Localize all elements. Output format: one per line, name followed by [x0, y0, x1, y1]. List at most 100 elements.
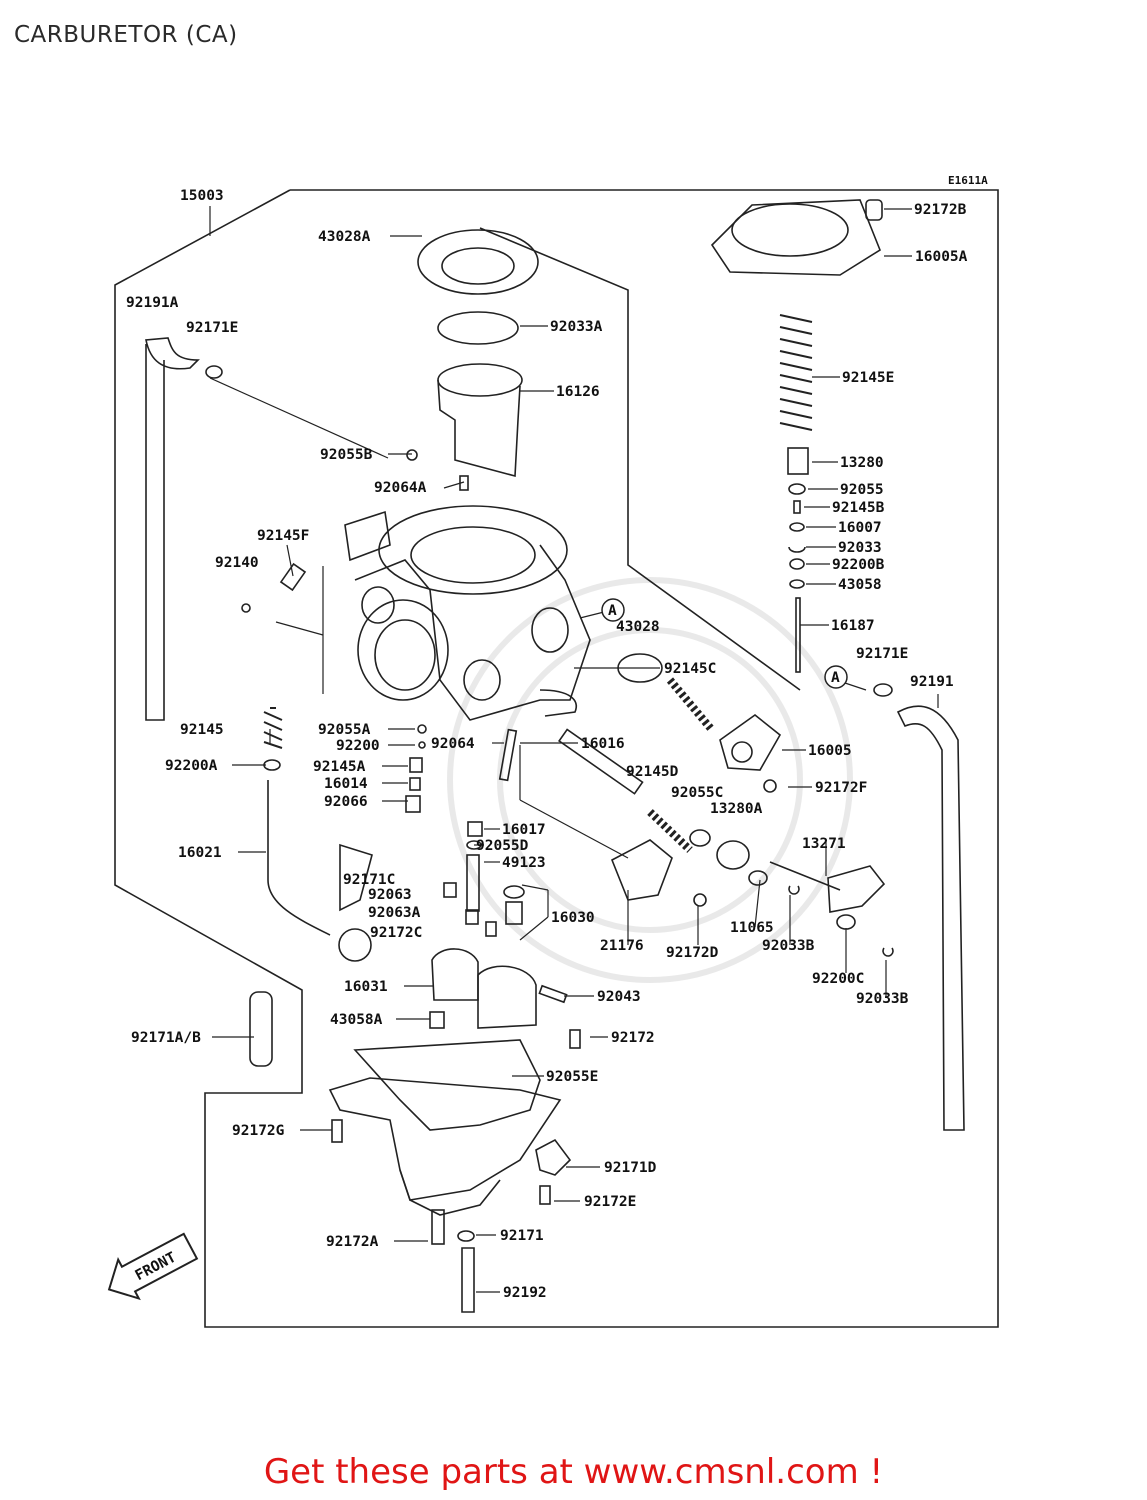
part-16021-knob	[338, 928, 372, 962]
part-16017-jet	[467, 821, 483, 837]
part-label: 92200B	[832, 557, 885, 573]
part-label: 43028A	[318, 229, 371, 245]
part-label: 92145D	[626, 764, 679, 780]
part-label: 13271	[802, 836, 846, 852]
part-13280A-plunger	[716, 840, 750, 870]
part-label: 43058	[838, 577, 882, 593]
part-92063A-jet	[465, 909, 479, 925]
part-92064A-spring	[459, 475, 469, 491]
part-label: 92145C	[664, 661, 716, 677]
part-92192-hose	[461, 1247, 475, 1313]
part-label: 92171C	[343, 872, 395, 888]
part-92171D-clamp	[535, 1138, 572, 1176]
footer-promo-text[interactable]: Get these parts at www.cmsnl.com !	[263, 1452, 884, 1492]
part-92064-needle	[498, 728, 518, 782]
part-label: 92055E	[546, 1069, 598, 1085]
part-float-bowl	[328, 1039, 562, 1216]
part-13271-lever	[769, 861, 886, 913]
part-92055-oring	[788, 483, 806, 495]
part-label: 92063A	[368, 905, 421, 921]
part-43058-washer	[789, 579, 805, 589]
part-92172F-screw	[763, 779, 777, 793]
part-label: 15003	[180, 188, 224, 204]
part-label: 43028	[616, 619, 660, 635]
svg-text:A: A	[831, 670, 840, 686]
part-43028A-diaphragm	[417, 229, 539, 295]
part-92033-clip	[788, 546, 806, 553]
part-label: 92171E	[186, 320, 238, 336]
part-label: 92171D	[604, 1160, 657, 1176]
callout-a-marker-right: A	[824, 665, 848, 689]
part-43028-diaphragm	[617, 653, 663, 683]
part-label: 92172B	[914, 202, 967, 218]
part-label: 92172G	[232, 1123, 284, 1139]
part-92066-fitting	[405, 795, 421, 813]
part-92200C-washer	[836, 914, 856, 930]
part-16126-piston	[437, 363, 523, 478]
part-label: 16187	[831, 618, 875, 634]
part-92172E-screw	[539, 1185, 551, 1205]
part-label: 92064A	[374, 480, 427, 496]
part-label: 92172A	[326, 1234, 379, 1250]
part-label: 92200A	[165, 758, 218, 774]
diagram-reference-code: E1611A	[948, 174, 988, 187]
part-label: 92200	[336, 738, 380, 754]
part-16187-needle	[795, 597, 801, 673]
part-16030-valve	[503, 885, 525, 925]
part-92055B-oring	[406, 449, 418, 461]
part-92171-clamp	[457, 1230, 475, 1242]
part-92172D-screw	[693, 893, 707, 907]
carburetor-exploded-diagram: E1611A A A FRONT 1500343028A92033A161269…	[107, 174, 999, 1328]
part-92191A-hose	[145, 337, 200, 721]
part-92140-jet	[241, 603, 251, 613]
part-label: 16005	[808, 743, 852, 759]
part-label: 92172	[611, 1030, 655, 1046]
part-label: 92055D	[476, 838, 529, 854]
part-92145C-spring	[666, 677, 716, 733]
part-16007-washer	[789, 522, 805, 532]
part-92033B-clip-b	[882, 947, 894, 957]
part-label: 92171	[500, 1228, 544, 1244]
part-label: 92055B	[320, 447, 373, 463]
part-21176-plunger	[610, 839, 673, 901]
part-label: 11065	[730, 920, 774, 936]
part-label: 92191	[910, 674, 954, 690]
part-92145F-screw	[279, 562, 307, 592]
part-label: 16017	[502, 822, 546, 838]
part-16031-float	[431, 948, 537, 1029]
part-carburetor-body	[344, 505, 591, 721]
part-label: 16005A	[915, 249, 968, 265]
part-label: 92172F	[815, 780, 867, 796]
part-92200A-washer	[263, 759, 281, 771]
part-92055C-oring	[689, 829, 711, 847]
part-label: 92033	[838, 540, 882, 556]
part-92055D-oring	[466, 840, 482, 850]
part-92172A-screw	[431, 1209, 445, 1245]
part-label: 13280	[840, 455, 884, 471]
part-label: 13280A	[710, 801, 763, 817]
part-label: 92033B	[856, 991, 909, 1007]
part-92033B-clip	[788, 885, 800, 895]
part-label: 92064	[431, 736, 475, 752]
part-label: 16014	[324, 776, 368, 792]
part-label: 92055C	[671, 785, 723, 801]
part-92200-washer	[418, 741, 426, 749]
part-label: 16126	[556, 384, 600, 400]
part-92172B-screw	[865, 199, 883, 221]
part-16021-cable	[267, 780, 331, 936]
part-92172-screw	[569, 1029, 581, 1049]
part-16005-cover	[719, 713, 782, 771]
part-16005A-cover	[710, 199, 881, 276]
part-92171C-clamp	[339, 843, 373, 912]
part-label: 92172E	[584, 1194, 636, 1210]
front-arrow: FRONT	[107, 1232, 199, 1301]
part-92055A-oring	[417, 724, 427, 734]
part-13280-plunger	[787, 447, 809, 475]
part-label: 92033B	[762, 938, 815, 954]
part-label: 92033A	[550, 319, 603, 335]
part-92171E-clip-left	[205, 365, 223, 379]
part-label: 92192	[503, 1285, 547, 1301]
part-92171E-clamp	[873, 683, 893, 697]
part-92145-spring	[263, 707, 283, 749]
part-92191-hose	[896, 705, 965, 1131]
